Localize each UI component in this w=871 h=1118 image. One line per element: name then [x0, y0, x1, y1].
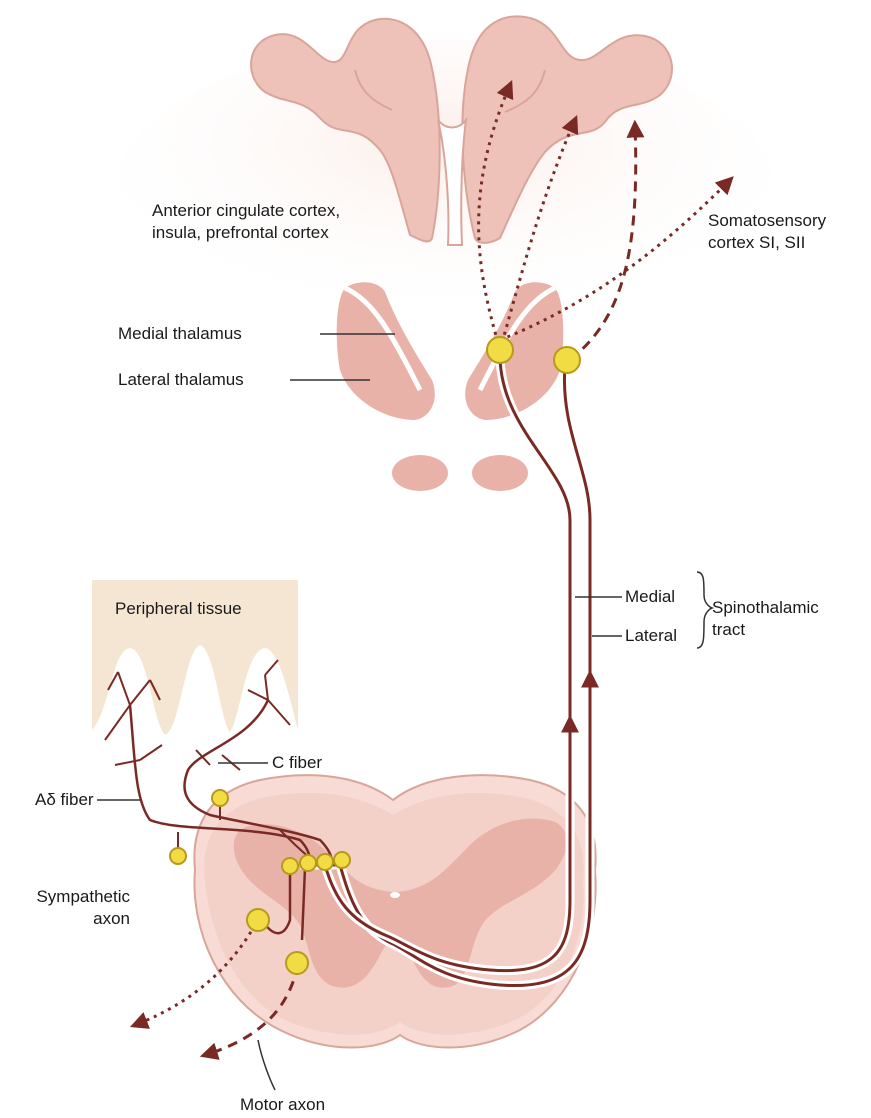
dorsal-horn-neuron-3: [317, 854, 333, 870]
dorsal-horn-neuron-2: [300, 855, 316, 871]
somatosensory-label-line-2: cortex SI, SII: [708, 232, 826, 254]
spinothalamic-label-line-1: Spinothalamic: [712, 597, 819, 619]
sympathetic-label-line-1: Sympathetic: [5, 886, 130, 908]
sympathetic-axon-label: Sympathetic axon: [5, 886, 130, 930]
brain-coronal-section: [115, 16, 775, 491]
spinothalamic-label-line-2: tract: [712, 619, 819, 641]
drg-neuron-c-fiber: [212, 790, 228, 806]
sympathetic-preganglionic-neuron: [247, 909, 269, 931]
cortex-left-label-line-2: insula, prefrontal cortex: [152, 222, 340, 244]
motor-axon-label: Motor axon: [240, 1094, 325, 1116]
lateral-thalamus-label: Lateral thalamus: [118, 369, 244, 391]
thalamic-neuron-lateral: [554, 347, 580, 373]
somatosensory-label-line-1: Somatosensory: [708, 210, 826, 232]
somatosensory-label: Somatosensory cortex SI, SII: [708, 210, 826, 254]
a-delta-fiber-label: Aδ fiber: [35, 789, 94, 811]
dorsal-horn-neuron-1: [282, 858, 298, 874]
peripheral-tissue-label: Peripheral tissue: [115, 598, 242, 620]
motor-neuron: [286, 952, 308, 974]
medial-thalamus-label: Medial thalamus: [118, 323, 242, 345]
sympathetic-label-line-2: axon: [5, 908, 130, 930]
c-fiber-label: C fiber: [272, 752, 322, 774]
brainstem-right: [472, 455, 528, 491]
dorsal-horn-neuron-4: [334, 852, 350, 868]
cortex-left-label: Anterior cingulate cortex, insula, prefr…: [152, 200, 340, 244]
lateral-tract-label: Lateral: [625, 625, 677, 647]
medial-tract-label: Medial: [625, 586, 675, 608]
cortex-left-label-line-1: Anterior cingulate cortex,: [152, 200, 340, 222]
spinothalamic-tract-label: Spinothalamic tract: [712, 597, 819, 641]
brainstem-left: [392, 455, 448, 491]
thalamic-neuron-medial: [487, 337, 513, 363]
drg-neuron-a-delta: [170, 848, 186, 864]
